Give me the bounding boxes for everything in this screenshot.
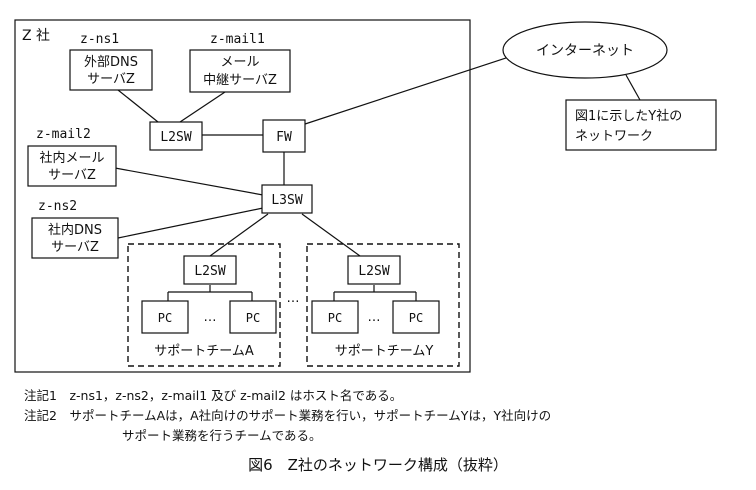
note-2: 注記2 サポートチームAは，A社向けのサポート業務を行い，サポートチームYは，Y… — [24, 408, 552, 423]
internal-dns-label-2: サーバZ — [51, 240, 99, 255]
team-a-pc-1-label: PC — [158, 311, 172, 325]
external-dns-label-2: サーバZ — [87, 72, 135, 87]
team-y-label: サポートチームY — [335, 344, 434, 359]
team-a-pc-2-label: PC — [246, 311, 260, 325]
internet-to-y-line — [625, 74, 641, 101]
y-company-label: 図1に示したY社の — [575, 108, 682, 124]
company-label: Z 社 — [22, 28, 50, 44]
team-a-boundary — [127, 243, 281, 367]
l2sw-top-box — [149, 121, 203, 151]
firewall-label: FW — [276, 130, 292, 145]
external-dns-server-box — [69, 49, 153, 91]
y-company-label-2: ネットワーク — [575, 129, 653, 144]
network-diagram: Z 社 z-ns1 外部DNS サーバZ z-mail1 メール 中継サーバZ … — [14, 19, 717, 373]
internal-mail-label-2: サーバZ — [48, 168, 96, 183]
company-z-boundary — [14, 19, 471, 373]
y-company-network-box — [565, 99, 717, 151]
connection-lines — [114, 55, 513, 301]
mail-relay-server-box — [189, 49, 291, 93]
l2sw-team-y-label: L2SW — [358, 264, 389, 279]
team-a-label: サポートチームA — [154, 344, 254, 359]
internal-mail-server-box — [27, 145, 117, 187]
team-y-boundary — [306, 243, 460, 367]
team-y-pc-1-box — [311, 300, 359, 334]
l3sw-box — [261, 184, 313, 214]
team-a-pc-2-box — [229, 300, 277, 334]
team-a-pc-1-box — [141, 300, 189, 334]
ns1-hostname: z-ns1 — [80, 32, 119, 47]
mail2-hostname: z-mail2 — [36, 127, 91, 142]
mail-relay-label-2: 中継サーバZ — [203, 73, 277, 88]
l3sw-label: L3SW — [271, 193, 302, 208]
notes: 注記1 z-ns1，z-ns2，z-mail1 及び z-mail2 はホスト名… — [24, 386, 551, 446]
team-y-pc-1-label: PC — [328, 311, 342, 325]
l2sw-team-a-label: L2SW — [194, 264, 225, 279]
teams-ellipsis: … — [287, 291, 300, 306]
team-a-pc-ellipsis: … — [204, 310, 217, 325]
team-y-pc-2-label: PC — [409, 311, 423, 325]
team-y-pc-ellipsis: … — [368, 310, 381, 325]
ns2-hostname: z-ns2 — [38, 199, 77, 214]
l2sw-team-a-box — [183, 255, 237, 285]
note-2-continuation: サポート業務を行うチームである。 — [122, 428, 322, 443]
team-y-pc-2-box — [392, 300, 440, 334]
note-1: 注記1 z-ns1，z-ns2，z-mail1 及び z-mail2 はホスト名… — [24, 388, 403, 403]
internet-label: インターネット — [536, 43, 634, 59]
mail1-hostname: z-mail1 — [210, 32, 265, 47]
internal-dns-label: 社内DNS — [48, 222, 102, 238]
mail-relay-label: メール — [220, 55, 259, 70]
firewall-box — [262, 119, 306, 153]
figure-caption: 図6 Z社のネットワーク構成（抜粋） — [248, 456, 508, 474]
internal-dns-server-box — [31, 217, 119, 259]
l2sw-team-y-box — [347, 255, 401, 285]
internal-mail-label: 社内メール — [39, 150, 104, 166]
internet-ellipse — [502, 21, 668, 79]
l2sw-top-label: L2SW — [160, 130, 191, 145]
external-dns-label: 外部DNS — [84, 55, 138, 70]
